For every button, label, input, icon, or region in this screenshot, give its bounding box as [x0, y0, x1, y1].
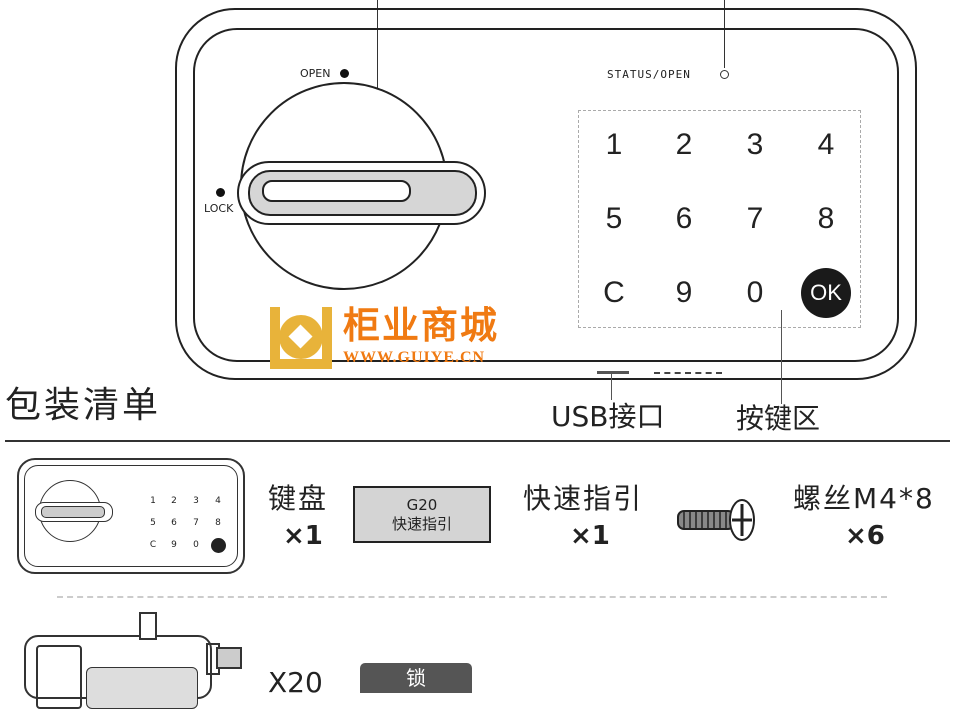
watermark-url: WWW.GUIYE.CN: [343, 349, 486, 366]
key-9[interactable]: 9: [675, 276, 693, 309]
keypad-callout: 按键区: [736, 402, 821, 435]
lock-bolt: [216, 647, 242, 669]
usb-callout: USB接口: [551, 400, 665, 433]
key-5[interactable]: 5: [605, 202, 623, 235]
guide-card: G20 快速指引: [353, 486, 491, 543]
panel-inner-border: [193, 28, 899, 362]
key-4[interactable]: 4: [817, 128, 835, 161]
key-0[interactable]: 0: [746, 276, 764, 309]
speaker-grille: [654, 372, 722, 374]
section-title: 包装清单: [5, 385, 162, 426]
item-keypad-name: 键盘: [268, 482, 329, 515]
watermark-name: 柜业商城: [343, 304, 499, 347]
keypad-area: [578, 110, 861, 328]
key-8[interactable]: 8: [817, 202, 835, 235]
item-screw-count: ×6: [845, 521, 885, 551]
key-2[interactable]: 2: [675, 128, 693, 161]
key-c[interactable]: C: [603, 276, 625, 309]
lock-dot-icon: [216, 188, 225, 197]
leader-line-keypad: [781, 310, 782, 404]
lock-label: LOCK: [204, 202, 234, 215]
item-screw-name: 螺丝M4*8: [793, 482, 935, 515]
guide-card-title: G20: [406, 496, 438, 514]
section-divider: [5, 440, 950, 442]
item-guide-count: ×1: [570, 521, 610, 551]
handle-slot: [262, 180, 411, 202]
leader-line-status: [724, 0, 725, 68]
item-lock-name: X20: [268, 666, 323, 699]
item-keypad-count: ×1: [283, 521, 323, 551]
watermark-logo-icon: [270, 307, 332, 369]
open-label: OPEN: [300, 67, 331, 80]
item-divider: [57, 596, 887, 598]
screw-icon: [677, 499, 755, 541]
status-led-icon: [720, 70, 729, 79]
key-ok[interactable]: OK: [801, 268, 851, 318]
lock-mount-tab: [139, 612, 157, 640]
keypad-panel: [175, 8, 917, 380]
usb-port: [597, 371, 629, 374]
item-lock-image: [24, 635, 212, 709]
leader-line-dial: [377, 0, 378, 133]
status-label: STATUS/OPEN: [607, 68, 691, 81]
key-3[interactable]: 3: [746, 128, 764, 161]
key-6[interactable]: 6: [675, 202, 693, 235]
lock-label-button: 锁: [360, 663, 472, 693]
key-7[interactable]: 7: [746, 202, 764, 235]
guide-card-subtitle: 快速指引: [391, 515, 452, 533]
leader-line-usb: [611, 374, 612, 400]
open-dot-icon: [340, 69, 349, 78]
item-guide-name: 快速指引: [523, 482, 644, 515]
key-1[interactable]: 1: [605, 128, 623, 161]
